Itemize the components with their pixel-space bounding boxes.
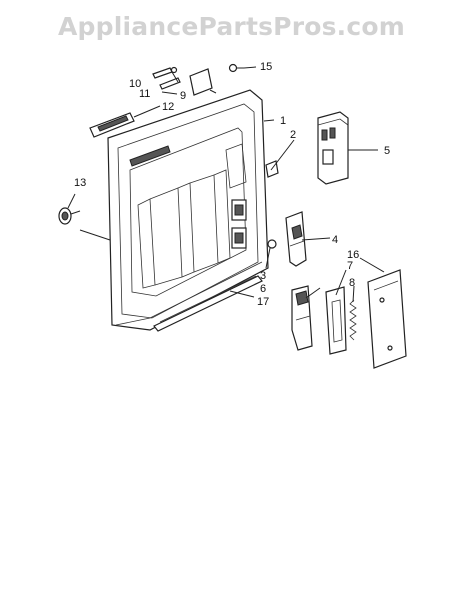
callout-10: 10 [129,78,141,90]
callout-2: 2 [290,129,296,141]
side-panel [367,269,407,369]
callout-11: 11 [139,88,150,100]
callout-17: 17 [257,296,269,308]
bottom-vent-strip [153,275,263,332]
spring-8 [349,299,357,341]
callout-13: 13 [74,177,86,189]
clip-11 [159,77,181,90]
latch-assembly [285,211,307,267]
lower-latch [291,285,313,351]
watermark-logo: AppliancePartsPros.com [57,12,406,41]
callout-3: 3 [260,270,266,282]
callout-7: 7 [347,260,353,272]
callout-15: 15 [260,61,272,73]
callout-1: 1 [280,115,286,127]
slide-bracket [325,286,347,355]
callout-8: 8 [349,277,355,289]
door-handle [89,112,135,138]
callout-9: 9 [180,90,186,102]
callout-12: 12 [162,101,174,113]
callout-16: 16 [347,249,359,261]
dispenser-module [317,111,349,185]
screw-15 [228,63,244,73]
knob-13 [58,207,81,225]
callout-4: 4 [332,234,338,246]
callout-5: 5 [384,145,390,157]
nut-3 [267,239,277,249]
inner-door-panel [107,89,269,331]
vent-cover [189,68,213,96]
callout-6: 6 [260,283,266,295]
callouts: 1 2 3 4 5 6 7 8 9 10 11 12 13 15 16 17 [74,61,390,308]
leader-lines [67,66,385,303]
